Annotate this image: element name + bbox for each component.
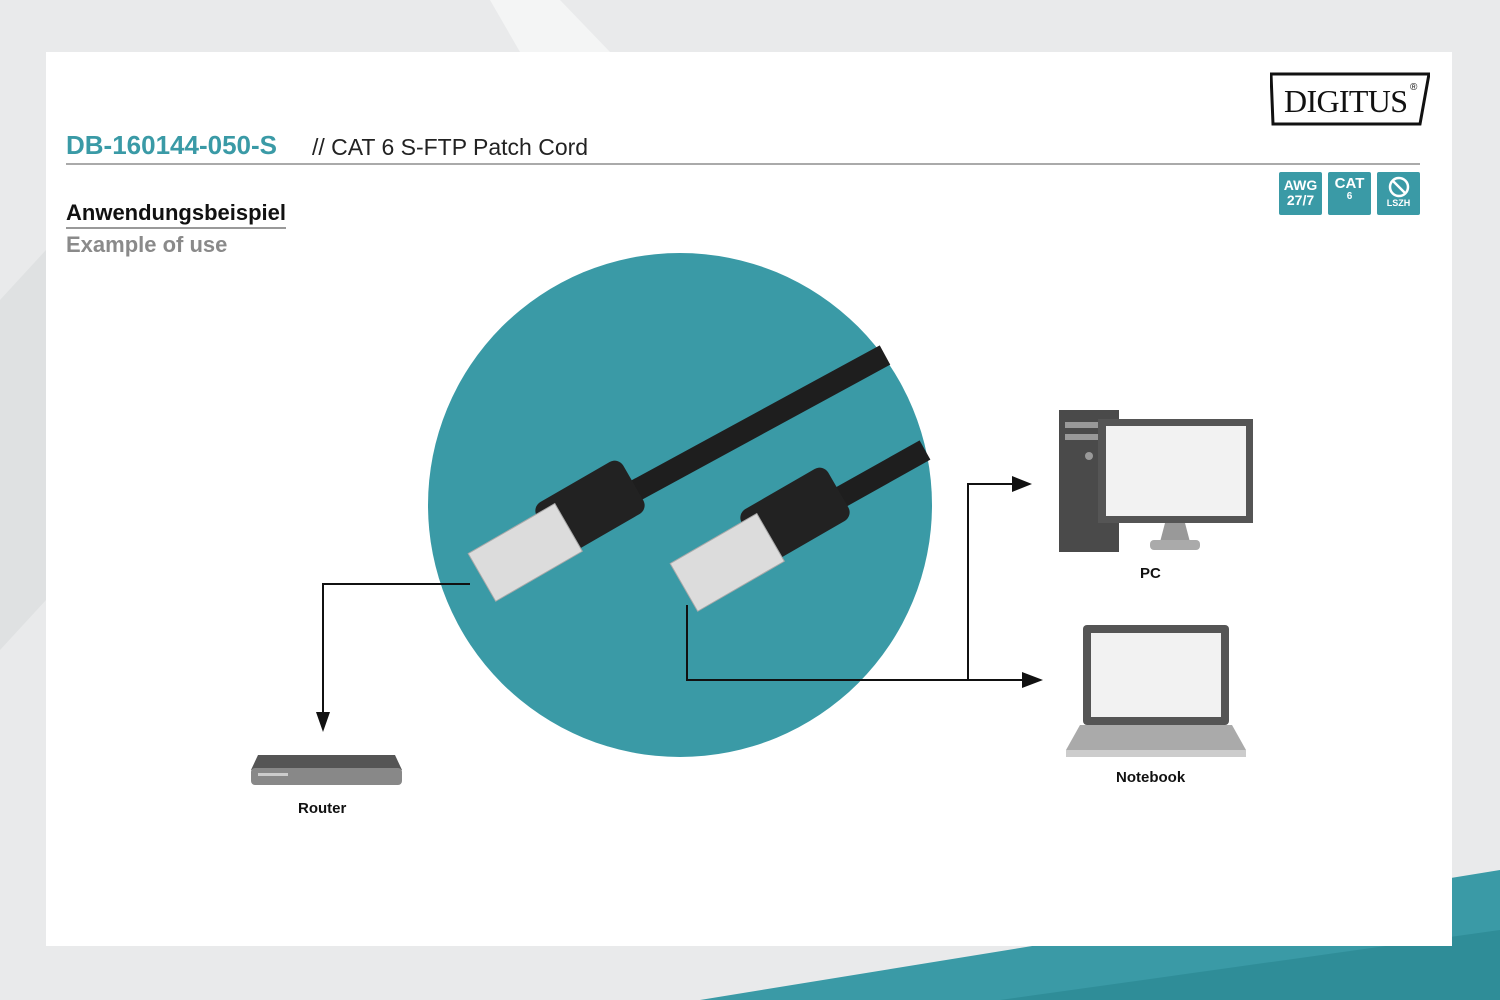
badge-top: AWG	[1283, 177, 1318, 193]
header-divider	[66, 163, 1420, 165]
patch-cable-image	[467, 345, 931, 612]
badge-bottom: 27/7	[1286, 192, 1315, 208]
connection-lines	[322, 483, 1025, 715]
pc-icon	[1059, 410, 1253, 552]
section-title-de: Anwendungsbeispiel	[66, 200, 287, 229]
digitus-logo: DIGITUS ®	[1270, 72, 1430, 126]
cat-badge: CAT 6	[1328, 172, 1371, 215]
section-title-en: Example of use	[66, 232, 228, 257]
product-name: // CAT 6 S-FTP Patch Cord	[312, 134, 589, 160]
svg-text:®: ®	[1410, 82, 1418, 93]
router-label: Router	[298, 800, 347, 817]
badge-bottom: LSZH	[1386, 198, 1411, 208]
teal-circle	[428, 253, 932, 757]
arrowheads	[316, 476, 1043, 732]
badge-bottom: 6	[1346, 191, 1353, 202]
awg-badge: AWG 27/7	[1279, 172, 1322, 215]
product-code: DB-160144-050-S	[66, 130, 278, 160]
badge-top: CAT	[1334, 175, 1365, 192]
notebook-label: Notebook	[1116, 769, 1186, 786]
no-halogen-icon	[1388, 176, 1410, 198]
router-icon	[251, 755, 402, 785]
lszh-badge: LSZH	[1377, 172, 1420, 215]
notebook-icon	[1066, 625, 1246, 757]
pc-label: PC	[1140, 565, 1161, 582]
svg-text:DIGITUS: DIGITUS	[1284, 83, 1408, 119]
